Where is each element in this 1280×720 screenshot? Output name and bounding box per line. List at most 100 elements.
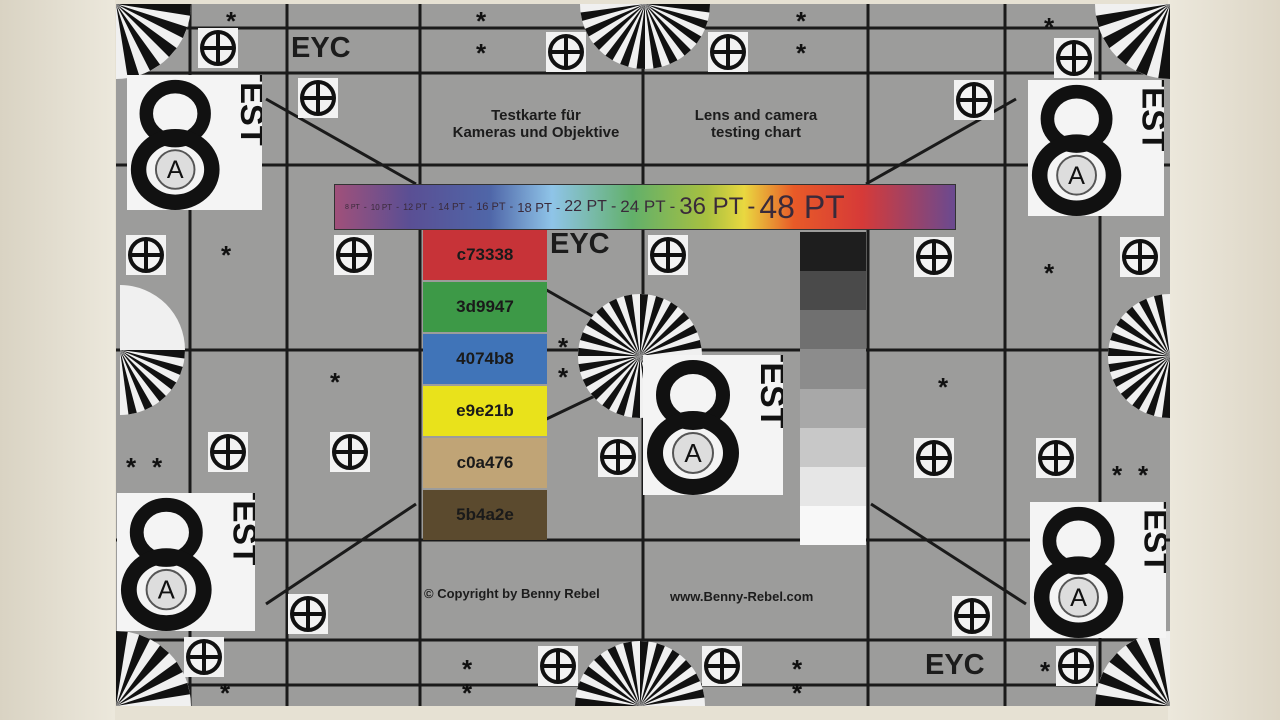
siemens-stars — [116, 4, 1170, 706]
brand-label: EYC — [550, 228, 610, 260]
crosshair-target — [198, 28, 238, 68]
font-scale-label: 8 PT — [345, 203, 360, 211]
crosshair-target — [648, 235, 688, 275]
asterisk-mark: * — [792, 678, 803, 706]
font-scale-label: - — [468, 201, 473, 213]
grayscale-step — [800, 388, 866, 428]
asterisk-mark: * — [558, 332, 569, 362]
asterisk-mark: * — [1044, 258, 1055, 288]
wall-left — [0, 0, 115, 720]
font-scale-label: 18 PT — [517, 199, 552, 215]
color-swatch: c0a476 — [423, 438, 547, 488]
siemens-star — [120, 285, 185, 415]
chart-title-english: Lens and camera testing chart — [646, 107, 866, 141]
crosshair-target — [954, 80, 994, 120]
block-letter: A — [684, 438, 702, 468]
eight-test-block: A TEST — [127, 62, 271, 210]
block-word: TEST — [753, 355, 783, 429]
color-swatch: e9e21b — [423, 386, 547, 436]
crosshair-target — [334, 235, 374, 275]
asterisk-mark: * — [1044, 12, 1055, 42]
crosshair-target — [538, 646, 578, 686]
asterisk-mark: * — [152, 452, 163, 482]
title-line: Testkarte für — [491, 107, 581, 124]
font-scale-label: 36 PT — [679, 193, 744, 220]
block-letter: A — [1068, 162, 1085, 190]
asterisk-mark: * — [792, 654, 803, 684]
block-word: TEST — [1138, 502, 1166, 573]
title-line: Lens and camera — [694, 107, 818, 124]
siemens-star — [116, 4, 191, 79]
grayscale-step — [800, 271, 866, 311]
font-scale-label: - — [431, 202, 435, 212]
eight-test-block: ATEST — [117, 480, 262, 631]
grayscale-step — [800, 466, 866, 506]
crosshair-target — [914, 438, 954, 478]
crosshair-target — [208, 432, 248, 472]
asterisk-mark: * — [1138, 460, 1149, 490]
crosshair-target — [914, 237, 954, 277]
asterisk-mark: * — [126, 452, 137, 482]
color-swatch: 3d9947 — [423, 282, 547, 332]
color-swatch: c73338 — [423, 230, 547, 280]
asterisk-mark: * — [796, 38, 807, 68]
crosshair-target — [330, 432, 370, 472]
crosshair-target — [708, 32, 748, 72]
asterisk-mark: * — [1112, 460, 1123, 490]
crosshair-target — [546, 32, 586, 72]
eight-test-block: A TEST — [1028, 67, 1170, 216]
copyright-text: © Copyright by Benny Rebel — [424, 586, 600, 601]
brand-label: EYC — [291, 32, 351, 64]
font-scale-label: - — [747, 193, 756, 220]
siemens-star — [1095, 631, 1170, 706]
color-swatch: 5b4a2e — [423, 490, 547, 540]
siemens-star — [580, 4, 710, 69]
asterisk-mark: * — [462, 678, 473, 706]
font-scale-label: - — [555, 199, 561, 215]
eight-test-block: A TEST — [643, 342, 791, 495]
crosshair-target — [1120, 237, 1160, 277]
crosshair-target — [1056, 646, 1096, 686]
crosshair-target — [126, 235, 166, 275]
asterisk-mark: * — [330, 367, 341, 397]
asterisk-mark: * — [938, 372, 949, 402]
asterisk-mark: * — [226, 6, 237, 36]
block-letter: A — [167, 156, 184, 184]
font-scale-label: 22 PT — [564, 198, 607, 215]
font-scale-label: 10 PT — [370, 202, 393, 212]
block-word: TEST — [1136, 80, 1164, 151]
diagonal-line — [870, 502, 1027, 606]
diagonal-line — [265, 97, 417, 186]
siemens-star — [1095, 4, 1170, 79]
title-line: testing chart — [710, 124, 801, 141]
crosshair-target — [1036, 438, 1076, 478]
crosshair-target — [184, 637, 224, 677]
siemens-star — [116, 631, 191, 706]
crosshair-target — [288, 594, 328, 634]
title-line: Kameras und Objektive — [452, 124, 620, 141]
font-scale-label: 48 PT — [759, 188, 845, 225]
font-scale-label: 14 PT — [438, 201, 465, 213]
font-scale-label: 24 PT — [620, 197, 666, 216]
block-word: TEST — [234, 75, 262, 146]
block-letter: A — [1070, 584, 1087, 612]
siemens-star — [575, 641, 705, 706]
asterisk-mark: * — [476, 6, 487, 36]
block-word: TEST — [225, 493, 255, 566]
chart-title-german: Testkarte für Kameras und Objektive — [426, 107, 646, 141]
asterisk-mark: * — [221, 240, 232, 270]
asterisk-mark: * — [1040, 656, 1051, 686]
color-swatch: 4074b8 — [423, 334, 547, 384]
font-scale-label: - — [396, 202, 400, 212]
asterisk-mark: * — [558, 362, 569, 392]
font-scale-label: - — [509, 201, 514, 213]
crosshair-target — [702, 646, 742, 686]
grayscale-step — [800, 427, 866, 467]
eight-test-block: A TEST — [1030, 489, 1170, 638]
grayscale-step — [800, 505, 866, 545]
font-size-rainbow-strip: 8 PT-10 PT-12 PT-14 PT-16 PT-18 PT-22 PT… — [334, 184, 956, 230]
crosshair-target — [598, 437, 638, 477]
asterisk-mark: * — [220, 678, 231, 706]
font-scale-label: 16 PT — [476, 201, 506, 213]
diagonal-line — [265, 502, 417, 606]
